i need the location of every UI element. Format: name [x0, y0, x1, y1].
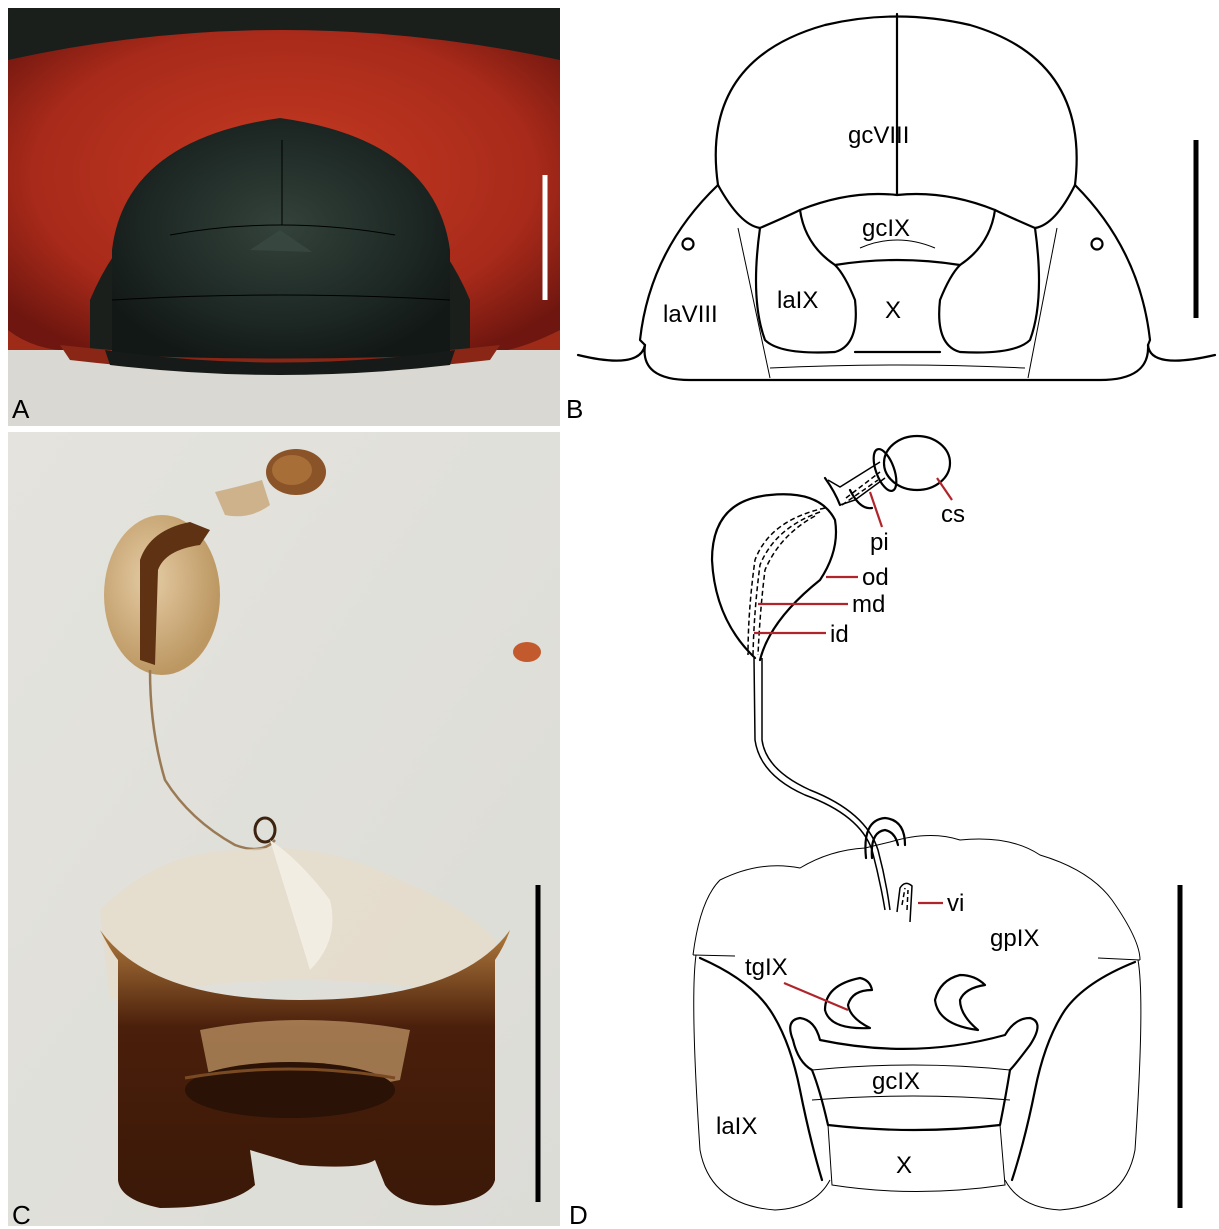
label-X-d: X	[896, 1152, 912, 1179]
label-md: md	[852, 591, 885, 618]
label-laVIII: laVIII	[663, 301, 718, 328]
panel-c-letter: C	[12, 1200, 31, 1229]
label-tgIX: tgIX	[745, 954, 788, 981]
panel-a-photo	[8, 8, 560, 426]
panel-d-drawing	[693, 436, 1180, 1210]
leader-pi	[870, 492, 882, 527]
label-laIX-d: laIX	[716, 1113, 757, 1140]
label-vi: vi	[947, 890, 964, 917]
leader-cs	[937, 478, 952, 500]
label-gpIX: gpIX	[990, 925, 1039, 952]
label-gcIX-b: gcIX	[862, 215, 910, 242]
panel-c-photo	[8, 432, 560, 1226]
label-cs: cs	[941, 501, 965, 528]
label-X-b: X	[885, 297, 901, 324]
label-gcVIII: gcVIII	[848, 122, 909, 149]
panel-a-letter: A	[12, 394, 30, 424]
panel-d-letter: D	[569, 1200, 588, 1229]
label-laIX-b: laIX	[777, 287, 818, 314]
label-gcIX-d: gcIX	[872, 1068, 920, 1095]
label-od: od	[862, 564, 889, 591]
label-id: id	[830, 621, 849, 648]
label-pi: pi	[870, 529, 889, 556]
panel-b-letter: B	[566, 394, 583, 424]
